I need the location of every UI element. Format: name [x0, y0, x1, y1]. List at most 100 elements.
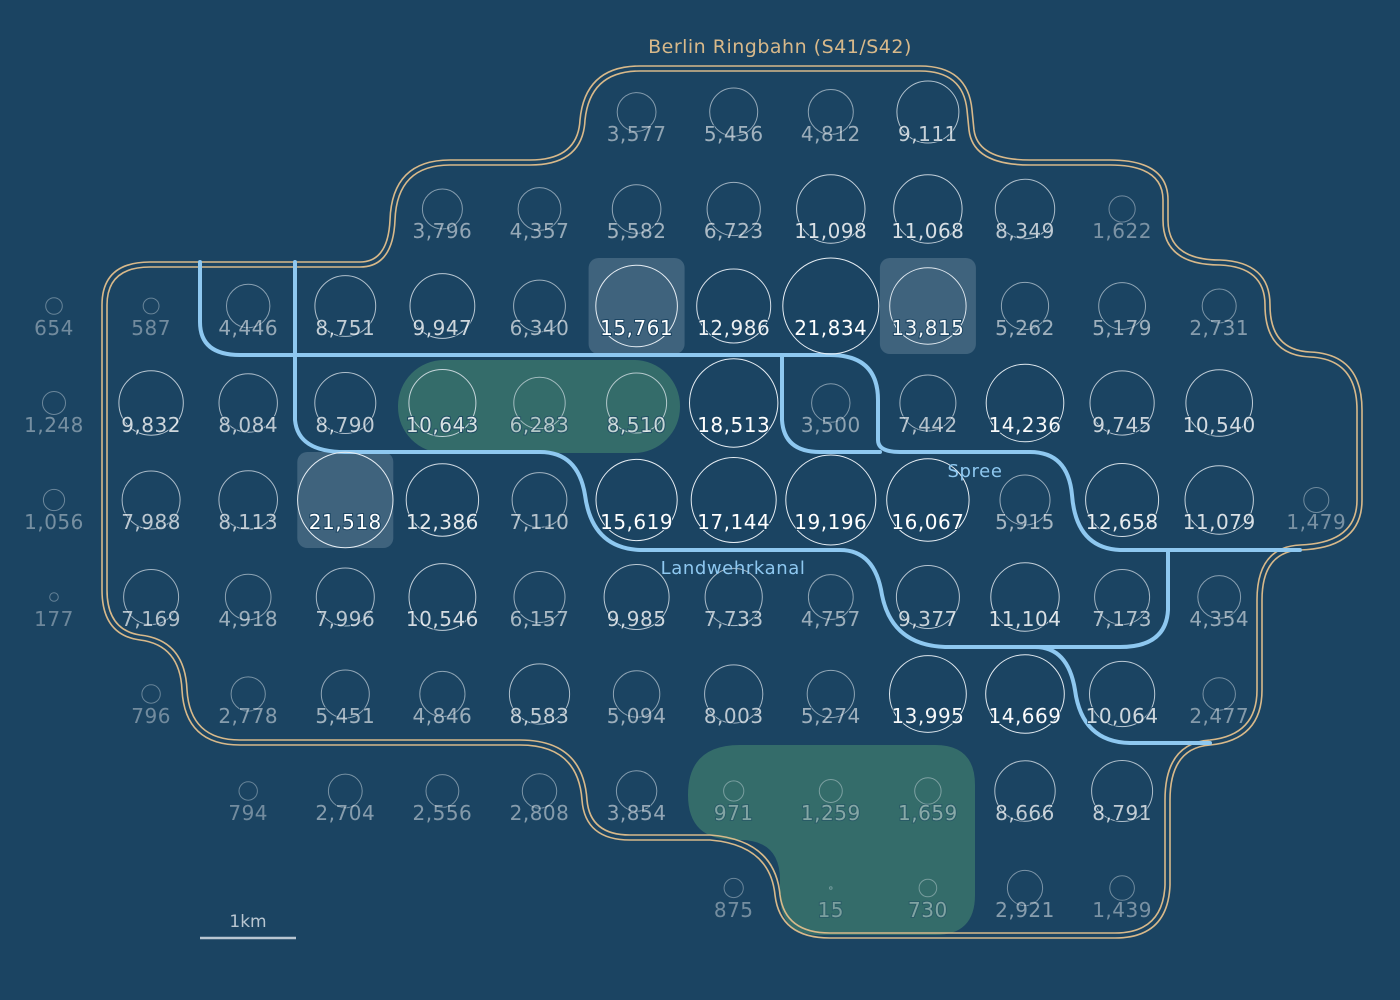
population-circle [1201, 288, 1237, 324]
grid-cell: 5,094 [606, 670, 667, 729]
grid-cell: 10,064 [1085, 660, 1159, 729]
grid-cell: 794 [227, 781, 269, 826]
grid-cell: 5,451 [314, 669, 376, 729]
population-label: 5,262 [995, 316, 1055, 340]
population-label: 8,751 [315, 316, 375, 340]
population-circle [1202, 677, 1236, 711]
grid-cell: 7,988 [120, 470, 181, 535]
grid-cell: 13,995 [889, 655, 967, 733]
population-circle [709, 87, 759, 137]
grid-cell: 11,068 [890, 174, 965, 244]
population-label: 587 [131, 316, 171, 340]
population-label: 7,169 [121, 607, 181, 631]
population-label: 4,812 [801, 122, 861, 146]
population-circle [1006, 869, 1044, 907]
population-circle [696, 268, 772, 344]
grid-cell: 4,812 [800, 89, 861, 147]
spree-branch [780, 353, 882, 454]
population-circle [1089, 370, 1155, 436]
scale-label: 1km [229, 912, 266, 932]
population-label: 9,947 [413, 316, 473, 340]
population-label: 3,577 [607, 122, 667, 146]
population-circle [886, 458, 970, 542]
population-circle [612, 670, 661, 718]
population-label: 8,113 [218, 510, 278, 534]
population-circle [408, 369, 477, 437]
grid-cell: 19,196 [785, 454, 877, 546]
ringbahn-line [101, 65, 1363, 939]
population-circle [723, 877, 744, 899]
grid-cell: 7,733 [703, 567, 764, 632]
grid-cell: 9,745 [1089, 370, 1155, 438]
population-label: 21,834 [794, 316, 867, 340]
grid-cell: 1,659 [897, 777, 958, 826]
population-label: 7,733 [704, 607, 764, 631]
population-label: 17,144 [697, 510, 770, 534]
grid-cell: 6,283 [509, 376, 570, 438]
population-circle [914, 777, 942, 805]
map-title: Berlin Ringbahn (S41/S42) [648, 36, 912, 58]
grid-cell: 3,796 [412, 188, 473, 244]
grid-cell: 3,500 [800, 383, 861, 438]
grid-cell: 2,778 [217, 676, 279, 729]
grid-cell: 6,723 [703, 181, 764, 244]
population-circle [224, 573, 272, 621]
grid-cell: 11,104 [988, 562, 1062, 632]
grid-cell: 14,236 [985, 363, 1065, 443]
population-label: 12,986 [697, 316, 770, 340]
grid-cell: 7,173 [1091, 569, 1152, 632]
grid-cell: 7,110 [509, 472, 570, 535]
population-label: 8,791 [1092, 801, 1152, 825]
population-circle [723, 780, 745, 802]
population-circle [1098, 282, 1146, 330]
grid-cell: 2,556 [412, 774, 473, 826]
grid-cell: 1,439 [1091, 875, 1152, 923]
population-circle [297, 451, 394, 549]
population-circle [616, 92, 657, 132]
population-label: 1,056 [24, 510, 84, 534]
population-label: 971 [714, 801, 754, 825]
population-label: 8,003 [704, 704, 764, 728]
grid-cell: 8,349 [994, 178, 1055, 244]
population-label: 7,110 [510, 510, 570, 534]
population-label: 15,761 [600, 316, 673, 340]
grid-cell: 5,456 [703, 87, 764, 147]
landwehrkanal-label: Landwehrkanal [661, 558, 806, 579]
grid-cell: 796 [130, 684, 171, 729]
population-label: 730 [908, 898, 948, 922]
grid-cell: 5,582 [606, 184, 667, 244]
population-label: 4,446 [218, 316, 278, 340]
population-label: 3,796 [413, 219, 473, 243]
grid-cell: 4,757 [800, 574, 861, 632]
parks [398, 360, 975, 935]
population-circle [1197, 575, 1242, 619]
grid-cell: 9,377 [895, 565, 960, 632]
population-label: 10,643 [406, 413, 479, 437]
grid-cell: 21,518 [297, 451, 394, 549]
population-circle [517, 187, 562, 231]
grid-cell: 9,985 [603, 564, 670, 632]
population-circle [42, 488, 66, 512]
grid-cell: 12,986 [696, 268, 772, 344]
population-circle [889, 655, 967, 733]
population-label: 654 [34, 316, 74, 340]
population-circle [806, 669, 855, 719]
grid-cell: 14,669 [985, 654, 1065, 734]
grid-cell: 654 [33, 297, 74, 341]
highlighted-cell [588, 258, 685, 354]
landwehrkanal [293, 260, 1212, 745]
spree-river [198, 260, 1302, 552]
population-circle [829, 886, 833, 890]
population-label: 11,098 [794, 219, 867, 243]
grid-cell: 2,477 [1188, 677, 1250, 729]
population-circle [994, 760, 1056, 822]
population-circle [1109, 875, 1135, 901]
grid-cell: 8,510 [606, 372, 668, 438]
population-circle [226, 283, 271, 329]
grid-cell: 9,111 [896, 80, 960, 147]
population-circle [704, 567, 763, 627]
population-circle [1085, 463, 1160, 537]
population-label: 21,518 [309, 510, 382, 534]
population-circle [595, 264, 678, 348]
